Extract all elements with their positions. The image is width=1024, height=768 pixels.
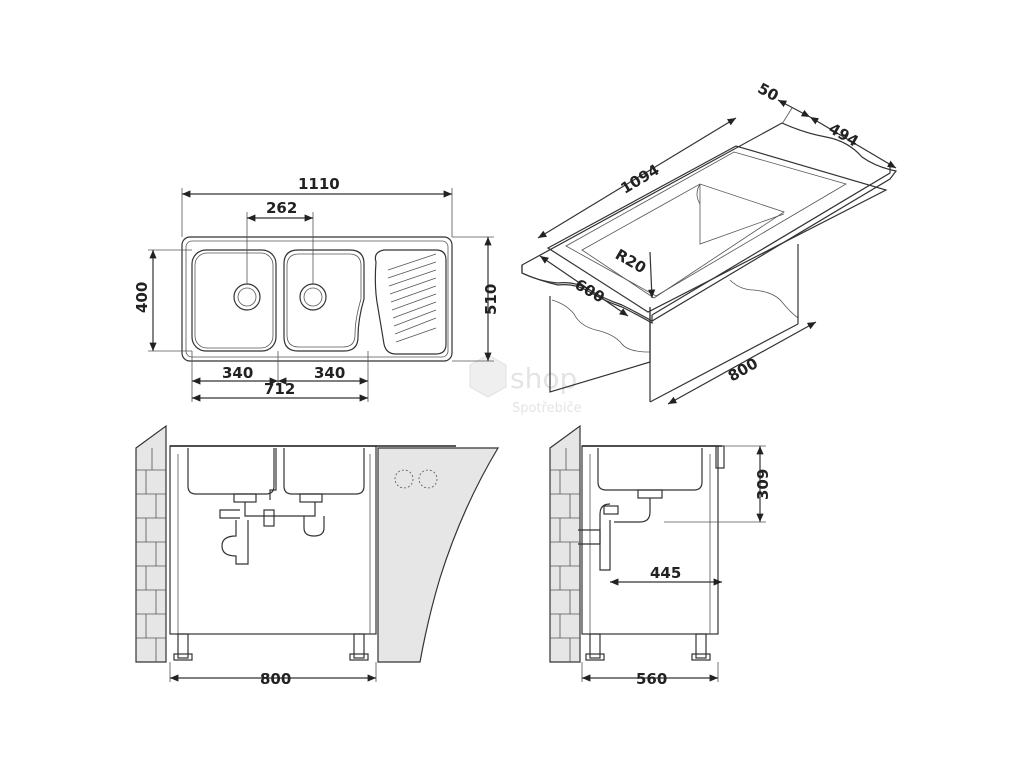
dim-bowls-total: 712	[264, 380, 295, 398]
sink-outline	[181, 236, 453, 362]
drainer-board	[374, 249, 447, 355]
cabinet-side-panel	[377, 447, 500, 663]
watermark-sub: Spotřebiče	[512, 401, 582, 416]
dim-side-cabinet-depth: 560	[636, 670, 667, 688]
watermark: shop Spotřebiče	[469, 354, 582, 416]
siphon	[219, 448, 325, 565]
dim-drain-offset: 445	[650, 564, 681, 582]
dim-center-distance: 262	[266, 199, 297, 217]
watermark-brand: shop	[510, 362, 577, 395]
dim-cutout-depth: 494	[826, 119, 862, 150]
left-bowl	[191, 249, 277, 352]
brick-wall	[135, 424, 167, 663]
dim-bowl-depth: 400	[133, 282, 151, 313]
dim-left-bowl-width: 340	[222, 364, 253, 382]
side-view: 309 445 560	[549, 424, 772, 688]
dim-thickness: 50	[755, 79, 782, 105]
side-cabinet	[581, 445, 719, 635]
dim-radius: R20	[612, 245, 649, 277]
front-right-bowl	[283, 448, 365, 495]
dim-overall-width: 1110	[298, 175, 340, 193]
right-bowl	[283, 249, 365, 352]
dim-right-bowl-width: 340	[314, 364, 345, 382]
dim-front-cabinet-width: 800	[260, 670, 291, 688]
cabinet-bottom	[649, 323, 799, 403]
top-view: 1110 262 400 510 340 340 712	[133, 175, 500, 402]
dim-overall-depth: 510	[482, 284, 500, 315]
dim-cabinet-width: 800	[725, 354, 761, 385]
front-cabinet	[169, 445, 377, 635]
side-siphon	[578, 489, 663, 571]
iso-view: 50 494 1094 R20 600 800	[521, 79, 898, 405]
dim-side-height: 309	[754, 469, 772, 500]
iso-bowl	[581, 183, 785, 299]
dim-worktop-depth: 600	[572, 275, 608, 306]
side-brick-wall	[549, 424, 581, 663]
front-left-bowl	[187, 448, 275, 495]
side-bowl	[597, 448, 703, 491]
front-view: 800	[135, 424, 500, 688]
drainer-ribs	[387, 253, 437, 343]
